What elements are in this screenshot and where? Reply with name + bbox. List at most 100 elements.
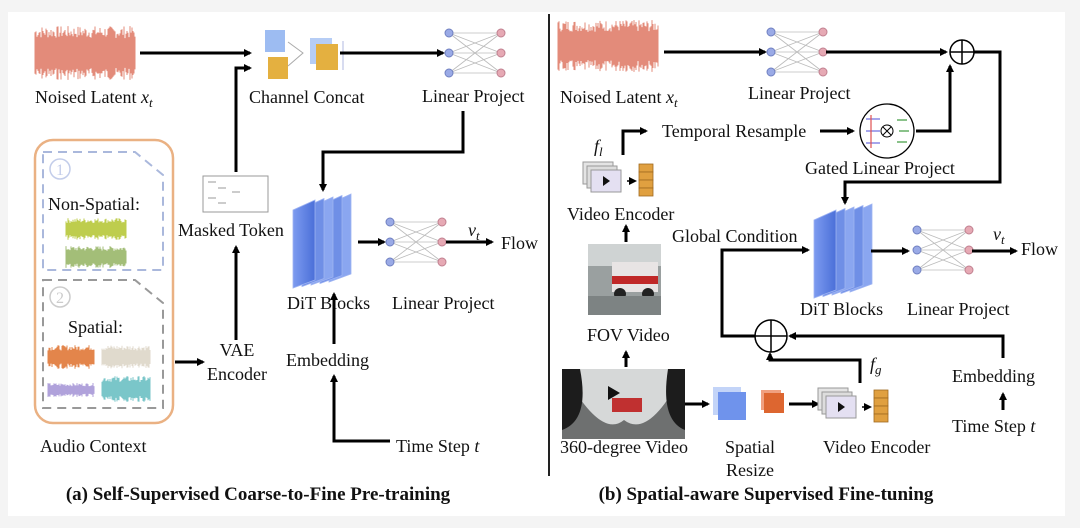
output-node <box>964 225 974 235</box>
arrow-masked-to-concat <box>234 64 252 172</box>
audio-context-box <box>33 138 175 425</box>
velocity-label: vt <box>468 220 480 243</box>
feature-cell <box>638 187 654 197</box>
time-step-label-right: Time Step t <box>952 416 1036 436</box>
flow-label-right: Flow <box>1021 239 1058 259</box>
input-node <box>385 237 395 247</box>
gated-linear-project-label: Gated Linear Project <box>805 158 955 178</box>
add-bottom-icon <box>754 319 788 353</box>
spatial-waveform-4 <box>101 376 151 402</box>
time-step-label: Time Step t <box>396 436 480 456</box>
output-node <box>496 68 506 78</box>
dit-blocks-label: DiT Blocks <box>287 293 370 313</box>
non-spatial-number-badge <box>49 158 71 180</box>
waveform-trace <box>101 376 151 402</box>
spatial-resize-label-1: Spatial <box>725 437 775 457</box>
video-encoder-top-label: Video Encoder <box>567 204 674 224</box>
output-node <box>496 28 506 38</box>
audio-context-label: Audio Context <box>40 436 147 456</box>
waveform-trace <box>557 20 659 72</box>
output-node <box>437 217 447 227</box>
input-node <box>912 225 922 235</box>
nn-edge <box>770 31 824 73</box>
nn-edge <box>448 52 502 74</box>
local-feature-label: fl <box>594 136 603 159</box>
input-node <box>385 217 395 227</box>
arrow-gated-to-add <box>916 64 954 133</box>
input-node <box>766 67 776 77</box>
video-encoder-bottom-icon <box>817 387 889 423</box>
nn-edge <box>389 221 443 243</box>
non-spatial-label: Non-Spatial: <box>48 194 140 214</box>
masked-token-label: Masked Token <box>178 220 284 240</box>
input-node <box>444 28 454 38</box>
global-feature-label: fg <box>870 354 882 377</box>
arrow-local-to-resample <box>621 127 648 155</box>
figure-panel <box>8 12 1065 516</box>
arrow-global-to-add <box>766 352 862 383</box>
vae-label-line2: Encoder <box>207 364 267 384</box>
output-node <box>818 67 828 77</box>
spatial-number: 2 <box>56 290 64 307</box>
input-node <box>912 265 922 275</box>
gated-linear-project-icon <box>859 103 915 159</box>
dit-block-layer <box>292 199 316 289</box>
spatial-waveform-3 <box>47 383 95 397</box>
feature-cell <box>638 163 654 173</box>
output-node <box>818 47 828 57</box>
linear-project-top-label: Linear Project <box>422 86 524 106</box>
waveform-trace <box>65 218 127 240</box>
360-video-label: 360-degree Video <box>560 437 688 457</box>
output-node <box>437 237 447 247</box>
non-spatial-box <box>42 151 164 271</box>
arrow-linear-to-dit <box>319 111 465 192</box>
embedding-label-right: Embedding <box>952 366 1035 386</box>
input-node <box>385 257 395 267</box>
noised-latent-label-right: Noised Latent xt <box>560 87 678 110</box>
dit-block-layer <box>813 209 837 299</box>
input-node <box>444 48 454 58</box>
noised-latent-label: Noised Latent xt <box>35 87 153 110</box>
embedding-label: Embedding <box>286 350 369 370</box>
spatial-box <box>42 279 164 409</box>
feature-cell <box>873 413 889 423</box>
360-video-thumbnail <box>562 369 685 439</box>
noised-latent-waveform <box>34 26 136 80</box>
nn-edge <box>916 229 970 251</box>
output-node <box>496 48 506 58</box>
fov-video-thumbnail <box>588 244 661 315</box>
nn-edge <box>448 32 502 54</box>
arrow-embedding-to-add <box>788 332 1005 358</box>
nn-edge <box>389 241 443 263</box>
dit-blocks-icon <box>292 193 352 289</box>
caption-a: (a) Self-Supervised Coarse-to-Fine Pre-t… <box>66 484 451 505</box>
non-spatial-waveform-1 <box>65 218 127 240</box>
fov-video-label: FOV Video <box>587 325 670 345</box>
nn-edge <box>448 32 502 74</box>
input-node <box>912 245 922 255</box>
add-top-icon <box>949 39 975 65</box>
linear-project-top-label-right: Linear Project <box>748 83 850 103</box>
waveform-trace <box>47 345 95 369</box>
arrow-condition-to-dit <box>720 246 810 338</box>
input-node <box>444 68 454 78</box>
linear-project-top-icon <box>444 28 506 78</box>
flow-label: Flow <box>501 233 538 253</box>
non-spatial-waveform-2 <box>65 246 127 268</box>
waveform-trace <box>34 26 136 80</box>
spatial-waveform-2 <box>101 345 151 369</box>
play-icon <box>838 402 845 412</box>
spatial-resize-icon <box>713 387 784 420</box>
output-node <box>437 257 447 267</box>
linear-project-out-icon <box>385 217 447 267</box>
spatial-resize-label-2: Resize <box>726 460 774 480</box>
linear-project-out-label-right: Linear Project <box>907 299 1009 319</box>
dit-blocks-label-right: DiT Blocks <box>800 299 883 319</box>
channel-concat-label: Channel Concat <box>249 87 364 107</box>
spatial-number-badge <box>49 286 71 308</box>
input-node <box>766 47 776 57</box>
input-node <box>766 27 776 37</box>
feature-cell <box>873 397 889 407</box>
